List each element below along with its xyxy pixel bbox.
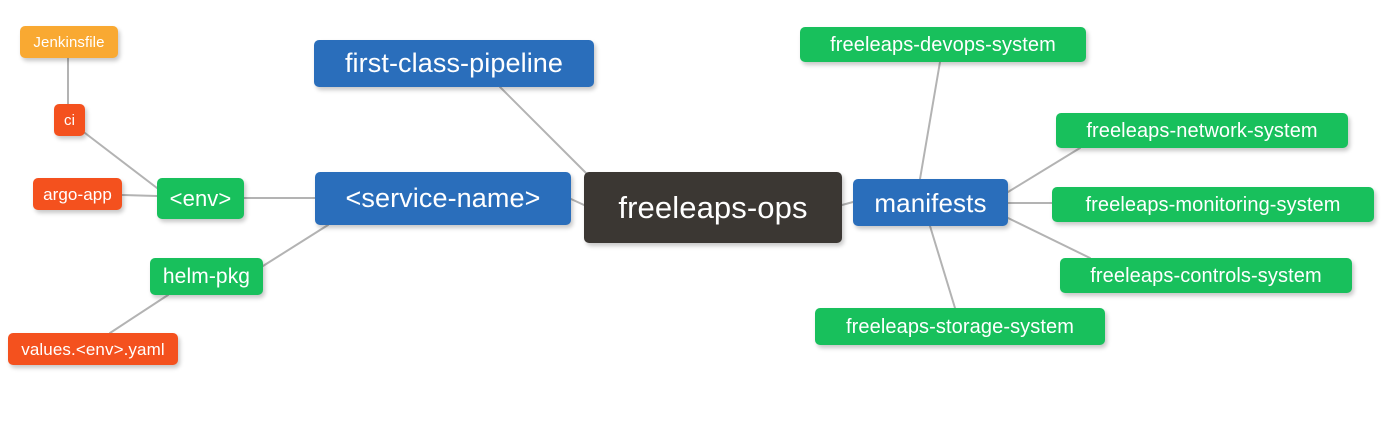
mindmap-node-label: argo-app bbox=[43, 184, 112, 204]
mindmap-node-freeleaps-monitoring-system[interactable]: freeleaps-monitoring-system bbox=[1052, 187, 1374, 222]
mindmap-node-argo-app[interactable]: argo-app bbox=[33, 178, 122, 210]
mindmap-node-label: freeleaps-devops-system bbox=[830, 33, 1056, 56]
mindmap-node-label: freeleaps-storage-system bbox=[845, 315, 1075, 338]
mindmap-node-service-name[interactable]: <service-name> bbox=[315, 172, 571, 225]
mindmap-node-label: helm-pkg bbox=[162, 265, 251, 288]
edge-manifests-storage bbox=[929, 225, 956, 309]
mindmap-node-root[interactable]: freeleaps-ops bbox=[584, 172, 842, 243]
edge-root-pipeline bbox=[499, 86, 595, 182]
edge-manifests-network bbox=[1007, 147, 1081, 193]
mindmap-node-label: values.<env>.yaml bbox=[21, 339, 165, 359]
edge-manifests-devops bbox=[919, 61, 941, 180]
edge-root-manifests bbox=[841, 201, 854, 206]
edge-manifests-controls bbox=[1007, 217, 1091, 259]
mindmap-node-label: ci bbox=[63, 111, 76, 129]
mindmap-node-label: Jenkinsfile bbox=[33, 33, 105, 51]
mindmap-node-label: <env> bbox=[169, 185, 232, 211]
mindmap-node-ci[interactable]: ci bbox=[54, 104, 85, 136]
mindmap-node-jenkinsfile[interactable]: Jenkinsfile bbox=[20, 26, 118, 58]
edge-root-service bbox=[570, 198, 585, 206]
mindmap-node-manifests[interactable]: manifests bbox=[853, 179, 1008, 226]
mindmap-node-values-yaml[interactable]: values.<env>.yaml bbox=[8, 333, 178, 365]
mindmap-node-env[interactable]: <env> bbox=[157, 178, 244, 219]
mindmap-node-label: <service-name> bbox=[345, 183, 541, 213]
mindmap-node-freeleaps-network-system[interactable]: freeleaps-network-system bbox=[1056, 113, 1348, 148]
mindmap-node-label: freeleaps-controls-system bbox=[1090, 264, 1322, 287]
mindmap-node-label: first-class-pipeline bbox=[344, 48, 564, 78]
mindmap-node-first-class-pipeline[interactable]: first-class-pipeline bbox=[314, 40, 594, 87]
mindmap-node-label: freeleaps-ops bbox=[618, 190, 808, 225]
edge-env-argo bbox=[121, 194, 158, 197]
edge-helm-values bbox=[109, 294, 169, 334]
edge-service-helm bbox=[262, 224, 329, 267]
mindmap-node-freeleaps-storage-system[interactable]: freeleaps-storage-system bbox=[815, 308, 1105, 345]
mindmap-node-freeleaps-controls-system[interactable]: freeleaps-controls-system bbox=[1060, 258, 1352, 293]
mindmap-node-label: freeleaps-monitoring-system bbox=[1085, 193, 1341, 216]
mindmap-node-freeleaps-devops-system[interactable]: freeleaps-devops-system bbox=[800, 27, 1086, 62]
mindmap-node-label: manifests bbox=[874, 187, 987, 218]
mindmap-node-label: freeleaps-network-system bbox=[1086, 119, 1318, 142]
mindmap-node-helm-pkg[interactable]: helm-pkg bbox=[150, 258, 263, 295]
